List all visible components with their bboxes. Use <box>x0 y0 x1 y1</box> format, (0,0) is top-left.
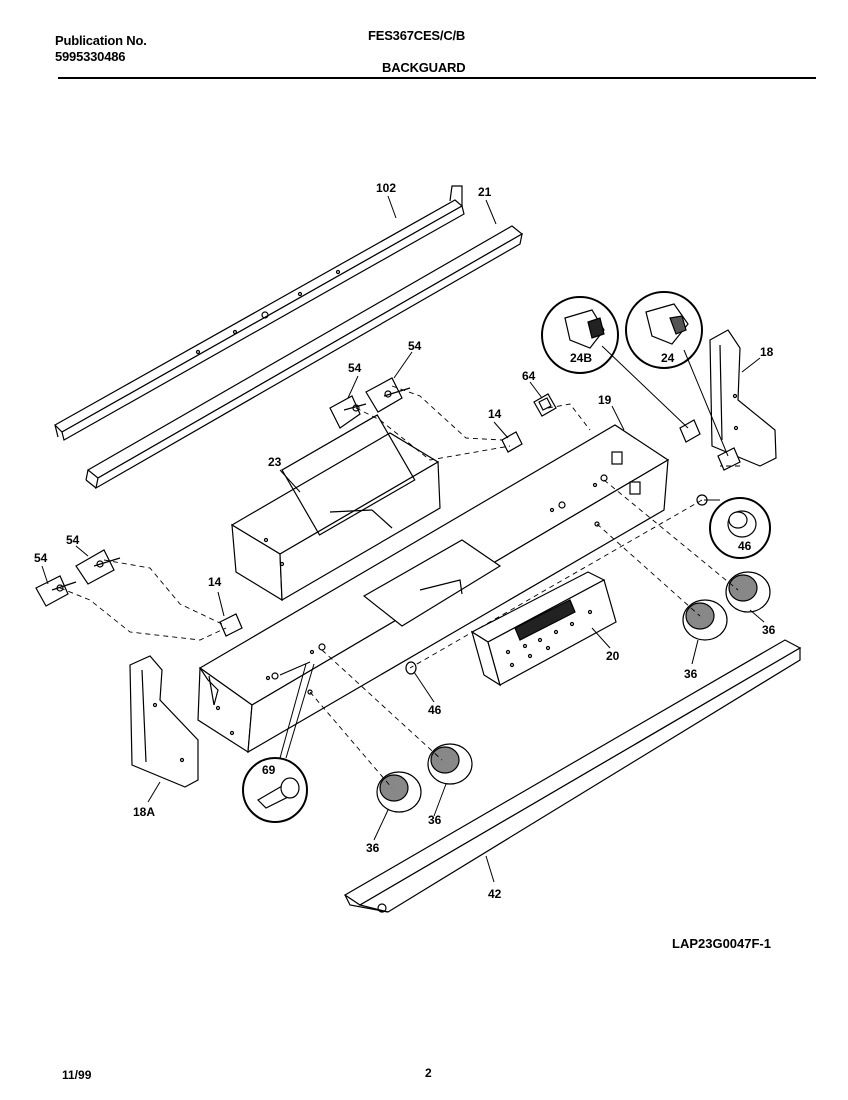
model-number: FES367CES/C/B <box>368 28 466 43</box>
callout-54: 54 <box>34 551 48 565</box>
part-36-knob-b <box>427 743 473 785</box>
callout-14: 14 <box>208 575 222 589</box>
callout-42: 42 <box>488 887 502 901</box>
part-14-clip-b <box>219 613 243 637</box>
part-24-switch-installed <box>717 447 741 471</box>
callout-18: 18 <box>760 345 774 359</box>
header-rule <box>58 77 816 79</box>
leader-lines <box>41 195 765 883</box>
publication-number: 5995330486 <box>55 49 126 64</box>
callout-labels: 102 21 54 54 64 24B 24 18 14 19 23 54 54… <box>34 181 776 951</box>
callout-36: 36 <box>684 667 698 681</box>
part-102-trim-bar <box>54 185 465 441</box>
callout-46: 46 <box>738 539 752 553</box>
diagram-code: LAP23G0047F-1 <box>672 936 771 951</box>
callout-19: 19 <box>598 393 612 407</box>
part-54-switch-b <box>365 377 411 413</box>
part-64-indicator <box>533 393 557 417</box>
callout-54: 54 <box>408 339 422 353</box>
callout-54: 54 <box>348 361 362 375</box>
part-14-clip-a <box>501 431 523 453</box>
publication-label: Publication No. <box>55 33 147 48</box>
part-23-cover-plate <box>230 414 441 602</box>
callout-36: 36 <box>428 813 442 827</box>
callout-14: 14 <box>488 407 502 421</box>
callout-64: 64 <box>522 369 536 383</box>
callout-69: 69 <box>262 763 276 777</box>
part-54-switch-a <box>329 395 367 429</box>
detail-circle-24b <box>541 296 619 374</box>
callout-24: 24 <box>661 351 675 365</box>
assembly-dashed-lines <box>59 385 740 789</box>
callout-20: 20 <box>606 649 620 663</box>
part-54-switch-c <box>35 575 77 607</box>
callout-18a: 18A <box>133 805 155 819</box>
callout-54: 54 <box>66 533 80 547</box>
detail-circle-46 <box>709 497 771 559</box>
part-18a-end-bracket-left <box>129 655 199 788</box>
part-54-switch-d <box>75 549 121 585</box>
callout-23: 23 <box>268 455 282 469</box>
part-21-channel <box>85 225 524 490</box>
callout-46: 46 <box>428 703 442 717</box>
detail-circle-69 <box>242 757 308 823</box>
page-number: 2 <box>425 1066 432 1080</box>
display-window <box>362 539 502 627</box>
part-42-front-trim <box>343 639 802 913</box>
callout-102: 102 <box>376 181 396 195</box>
callout-21: 21 <box>478 185 492 199</box>
section-title: BACKGUARD <box>382 60 466 75</box>
callout-36: 36 <box>366 841 380 855</box>
footer-date: 11/99 <box>62 1068 92 1082</box>
detail-circle-24 <box>625 291 703 369</box>
callout-24b: 24B <box>570 351 592 365</box>
part-20-control-display <box>470 571 617 687</box>
part-36-knob-d <box>725 571 771 613</box>
callout-36: 36 <box>762 623 776 637</box>
part-36-knob-a <box>376 771 422 813</box>
part-46-insert <box>405 661 417 675</box>
part-36-knob-c <box>682 599 728 641</box>
